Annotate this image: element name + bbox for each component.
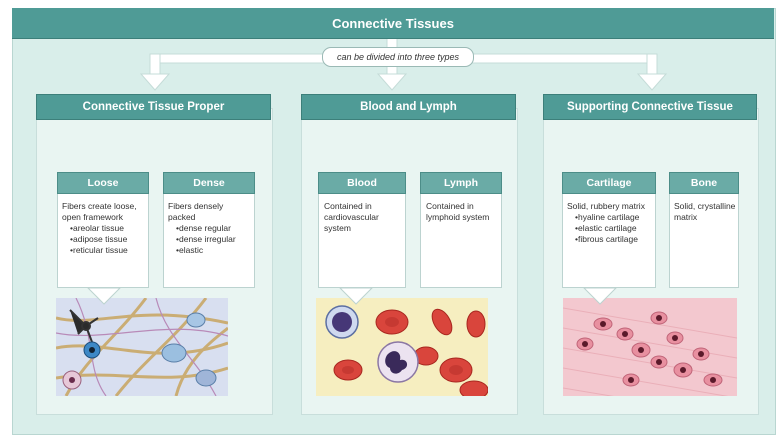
subtype-box-lymph bbox=[420, 182, 502, 288]
desc-text-loose: Fibers create loose, open framework bbox=[62, 201, 137, 222]
cartilage-micrograph-icon bbox=[563, 298, 737, 396]
column-header-supporting: Supporting Connective Tissue bbox=[543, 94, 757, 120]
arrow-head-col3 bbox=[636, 73, 668, 91]
pointer-blood bbox=[338, 287, 374, 305]
subtype-desc-cartilage: Solid, rubbery matrix hyaline cartilage … bbox=[567, 201, 653, 245]
loose-connective-tissue-micrograph-icon bbox=[56, 298, 228, 396]
subtype-header-dense: Dense bbox=[163, 172, 255, 194]
subtype-header-lymph: Lymph bbox=[420, 172, 502, 194]
list-loose: areolar tissue adipose tissue reticular … bbox=[62, 223, 146, 256]
subtype-header-loose: Loose bbox=[57, 172, 149, 194]
list-cartilage: hyaline cartilage elastic cartilage fibr… bbox=[567, 212, 653, 245]
subtype-header-blood: Blood bbox=[318, 172, 406, 194]
subtype-header-cartilage: Cartilage bbox=[562, 172, 656, 194]
subtype-box-bone bbox=[669, 182, 739, 288]
list-item: elastic bbox=[176, 245, 252, 256]
subtype-desc-loose: Fibers create loose, open framework areo… bbox=[62, 201, 146, 256]
column-header-blood: Blood and Lymph bbox=[301, 94, 516, 120]
subtype-desc-lymph: Contained in lymphoid system bbox=[426, 201, 490, 222]
list-item: dense irregular bbox=[176, 234, 252, 245]
subtype-desc-bone: Solid, crystalline matrix bbox=[674, 201, 736, 222]
subtype-desc-blood: Contained in cardiovascular system bbox=[324, 201, 379, 233]
pointer-cartilage bbox=[582, 287, 618, 305]
blood-cells-micrograph-icon bbox=[316, 298, 488, 396]
connector-label: can be divided into three types bbox=[322, 47, 474, 67]
list-item: reticular tissue bbox=[70, 245, 146, 256]
list-item: dense regular bbox=[176, 223, 252, 234]
list-item: hyaline cartilage bbox=[575, 212, 653, 223]
column-header-proper: Connective Tissue Proper bbox=[36, 94, 271, 120]
list-item: fibrous cartilage bbox=[575, 234, 653, 245]
arrow-head-col1 bbox=[139, 73, 171, 91]
pointer-loose bbox=[86, 287, 122, 305]
arrow-head-col2 bbox=[376, 73, 408, 91]
list-dense: dense regular dense irregular elastic bbox=[168, 223, 252, 256]
desc-text-dense: Fibers densely packed bbox=[168, 201, 224, 222]
subtype-desc-dense: Fibers densely packed dense regular dens… bbox=[168, 201, 252, 256]
list-item: elastic cartilage bbox=[575, 223, 653, 234]
subtype-header-bone: Bone bbox=[669, 172, 739, 194]
diagram-title: Connective Tissues bbox=[12, 8, 774, 39]
list-item: adipose tissue bbox=[70, 234, 146, 245]
subtype-box-blood bbox=[318, 182, 406, 288]
list-item: areolar tissue bbox=[70, 223, 146, 234]
desc-text-cartilage: Solid, rubbery matrix bbox=[567, 201, 645, 211]
